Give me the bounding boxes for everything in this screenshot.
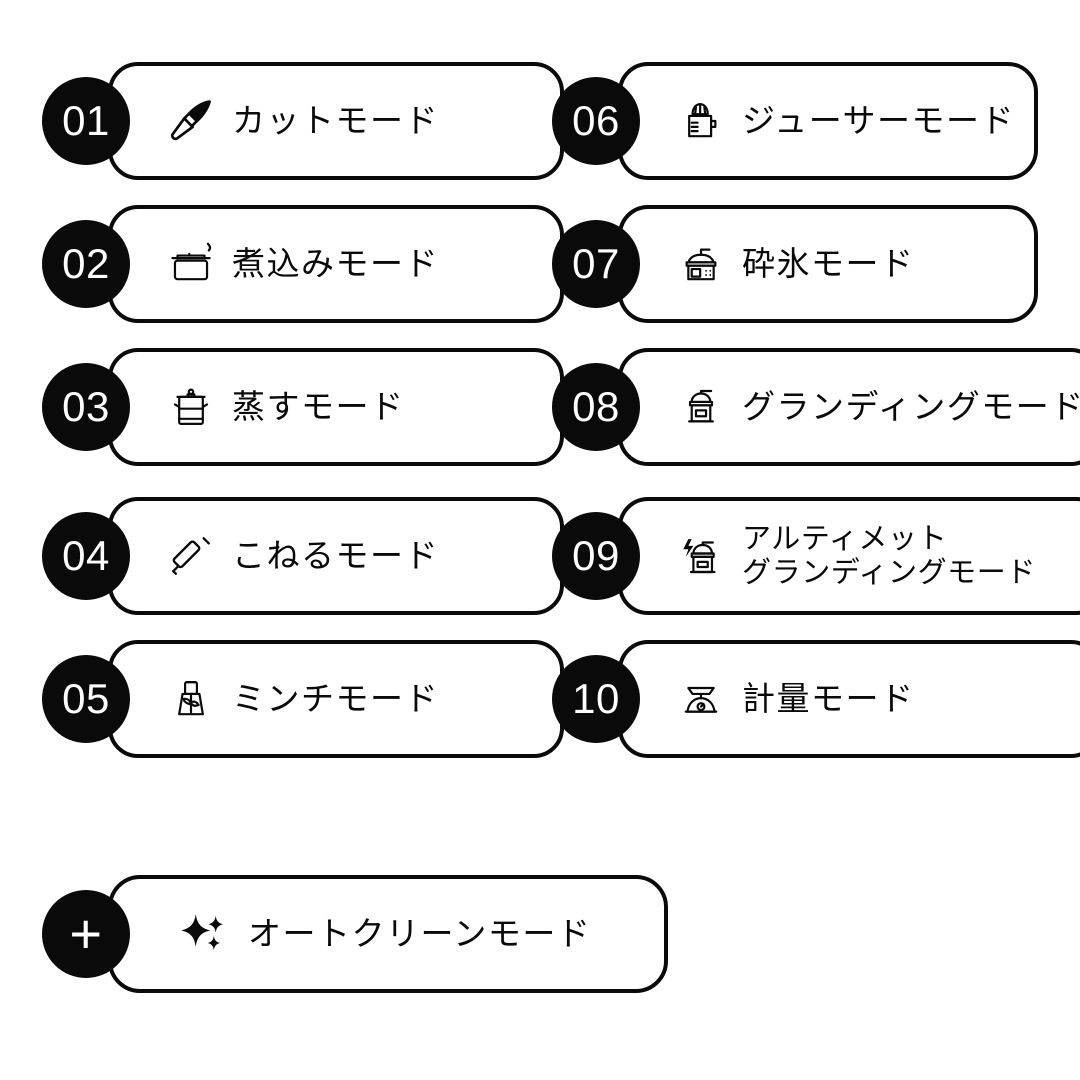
mode-label-auto-clean: オートクリーンモード <box>248 913 592 953</box>
knife-icon <box>164 94 218 148</box>
mode-badge-03[interactable]: 03 <box>42 363 130 451</box>
coffee-grinder-bolt-icon <box>674 529 728 583</box>
mode-pill-08[interactable]: グランディングモード <box>618 348 1080 466</box>
mode-label-07: 砕氷モード <box>742 243 915 283</box>
mode-badge-06[interactable]: 06 <box>552 77 640 165</box>
mode-badge-auto-clean[interactable]: + <box>42 890 130 978</box>
mode-label-03: 蒸すモード <box>232 386 405 426</box>
mode-label-04: こねるモード <box>232 535 439 575</box>
mode-badge-07[interactable]: 07 <box>552 220 640 308</box>
kitchen-scale-icon <box>674 672 728 726</box>
mode-badge-10[interactable]: 10 <box>552 655 640 743</box>
mode-label-06: ジューサーモード <box>742 100 1016 140</box>
mode-pill-06[interactable]: ジューサーモード <box>618 62 1038 180</box>
citrus-juicer-icon <box>674 94 728 148</box>
mode-label-02: 煮込みモード <box>232 243 439 283</box>
steamer-icon <box>164 380 218 434</box>
ice-crusher-icon <box>674 237 728 291</box>
mode-pill-09[interactable]: アルティメット グランディングモード <box>618 497 1080 615</box>
mode-pill-01[interactable]: カットモード <box>108 62 564 180</box>
mode-pill-10[interactable]: 計量モード <box>618 640 1080 758</box>
mode-label-08: グランディングモード <box>742 386 1080 426</box>
coffee-grinder-icon <box>674 380 728 434</box>
mode-pill-03[interactable]: 蒸すモード <box>108 348 564 466</box>
rolling-pin-icon <box>164 529 218 583</box>
mode-label-09: アルティメット グランディングモード <box>742 521 1036 589</box>
mode-pill-07[interactable]: 砕氷モード <box>618 205 1038 323</box>
mode-label-10: 計量モード <box>742 678 915 718</box>
sparkle-icon <box>174 905 232 963</box>
mode-badge-08[interactable]: 08 <box>552 363 640 451</box>
pot-icon <box>164 237 218 291</box>
mode-label-01: カットモード <box>232 100 439 140</box>
mode-pill-02[interactable]: 煮込みモード <box>108 205 564 323</box>
mode-badge-09[interactable]: 09 <box>552 512 640 600</box>
mode-badge-05[interactable]: 05 <box>42 655 130 743</box>
food-processor-icon <box>164 672 218 726</box>
mode-pill-04[interactable]: こねるモード <box>108 497 564 615</box>
mode-badge-01[interactable]: 01 <box>42 77 130 165</box>
mode-pill-auto-clean[interactable]: オートクリーンモード <box>108 875 668 993</box>
mode-label-05: ミンチモード <box>232 678 439 718</box>
mode-pill-05[interactable]: ミンチモード <box>108 640 564 758</box>
mode-badge-04[interactable]: 04 <box>42 512 130 600</box>
mode-badge-02[interactable]: 02 <box>42 220 130 308</box>
